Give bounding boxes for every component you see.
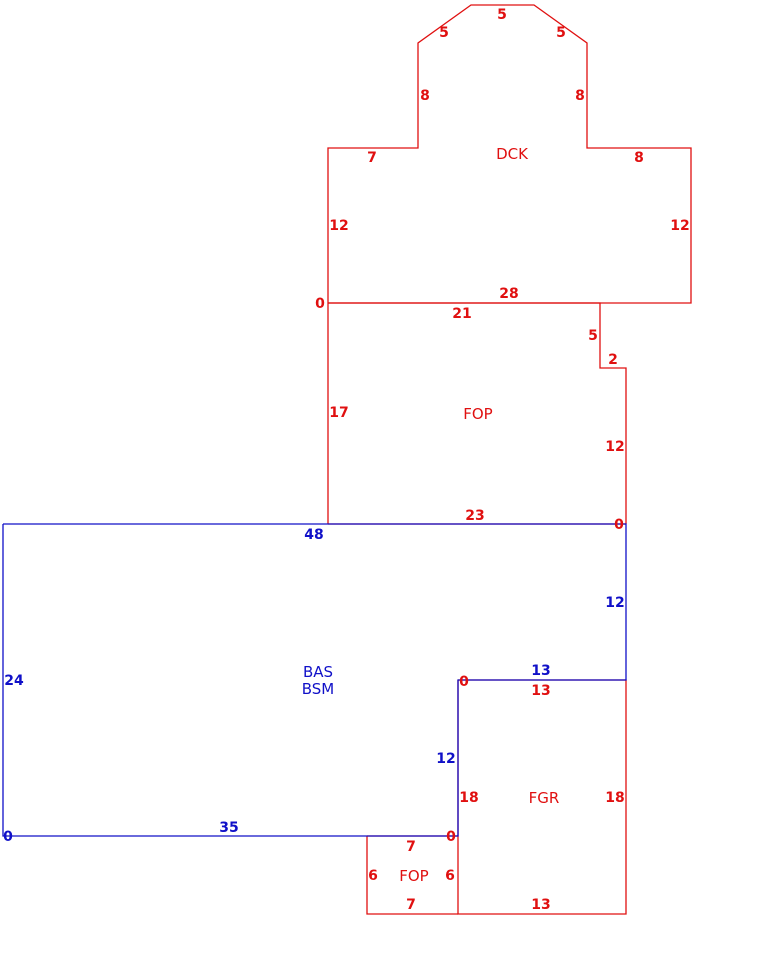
dim-label: 6 bbox=[445, 868, 455, 884]
dim-label: 21 bbox=[452, 306, 471, 322]
dim-label: 5 bbox=[439, 25, 449, 41]
base-outline bbox=[2, 523, 627, 837]
dim-label: 8 bbox=[420, 88, 430, 104]
dim-label: 5 bbox=[497, 7, 507, 23]
deck-outline bbox=[327, 4, 692, 304]
dim-label: 0 bbox=[3, 829, 13, 845]
dim-label: 48 bbox=[304, 527, 323, 543]
dim-label: 6 bbox=[368, 868, 378, 884]
dim-label: 35 bbox=[219, 820, 238, 836]
dim-label: 18 bbox=[459, 790, 478, 806]
upper-porch-area-label: FOP bbox=[463, 405, 492, 423]
dim-label: 7 bbox=[367, 150, 377, 166]
dim-label: 7 bbox=[406, 839, 416, 855]
dim-label: 7 bbox=[406, 897, 416, 913]
dim-label: 8 bbox=[575, 88, 585, 104]
dim-label: 18 bbox=[605, 790, 624, 806]
dim-label: 12 bbox=[670, 218, 689, 234]
dim-label: 12 bbox=[605, 439, 624, 455]
dim-label: 23 bbox=[465, 508, 484, 524]
dim-label: 0 bbox=[614, 517, 624, 533]
dim-label: 8 bbox=[634, 150, 644, 166]
garage-area-label: FGR bbox=[529, 789, 560, 807]
dim-label: 13 bbox=[531, 897, 550, 913]
dim-label: 12 bbox=[605, 595, 624, 611]
base-area-label: BAS bbox=[303, 663, 333, 681]
lower-porch-area-label: FOP bbox=[399, 867, 428, 885]
dim-label: 12 bbox=[436, 751, 455, 767]
deck-area-label: DCK bbox=[496, 145, 529, 163]
dim-label: 2 bbox=[608, 352, 618, 368]
dim-label: 13 bbox=[531, 683, 550, 699]
dim-label: 5 bbox=[556, 25, 566, 41]
dim-label: 0 bbox=[459, 674, 469, 690]
dim-label: 24 bbox=[4, 673, 24, 689]
dim-label: 12 bbox=[329, 218, 348, 234]
dim-label: 28 bbox=[499, 286, 518, 302]
dim-label: 17 bbox=[329, 405, 348, 421]
dim-label: 0 bbox=[446, 829, 456, 845]
dim-label: 13 bbox=[531, 663, 550, 679]
basement-area-label: BSM bbox=[302, 680, 335, 698]
dim-label: 0 bbox=[315, 296, 325, 312]
dim-label: 5 bbox=[588, 328, 598, 344]
